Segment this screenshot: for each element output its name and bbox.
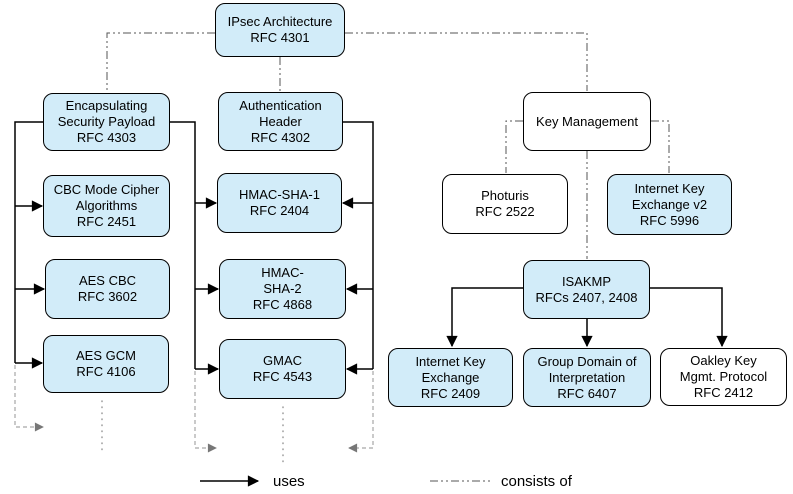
node-key-management: Key Management	[523, 92, 651, 151]
node-photuris: Photuris RFC 2522	[442, 174, 568, 234]
node-ikev2: Internet Key Exchange v2 RFC 5996	[607, 174, 732, 235]
edge-keymgmt-photuris	[505, 120, 523, 173]
node-isakmp: ISAKMP RFCs 2407, 2408	[523, 260, 650, 319]
continuation-ah-right	[348, 371, 374, 453]
node-authentication-header: Authentication Header RFC 4302	[218, 92, 343, 151]
node-aes-gcm: AES GCM RFC 4106	[43, 335, 169, 393]
continuation-esp-left	[14, 365, 44, 432]
node-oakley: Oakley Key Mgmt. Protocol RFC 2412	[660, 348, 787, 406]
node-cbc-mode-cipher: CBC Mode Cipher Algorithms RFC 2451	[43, 175, 170, 237]
bus-ah-right	[343, 121, 374, 369]
bus-esp-left	[14, 121, 43, 363]
node-gmac: GMAC RFC 4543	[219, 339, 346, 399]
edge-isakmp-oakley	[650, 287, 728, 348]
node-ipsec-architecture: IPsec Architecture RFC 4301	[215, 3, 345, 57]
continuation-esp-right	[194, 371, 217, 453]
bus-esp-right	[170, 121, 196, 369]
edge-ipsec-esp	[106, 32, 215, 92]
node-aes-cbc: AES CBC RFC 3602	[45, 259, 170, 319]
node-esp: Encapsulating Security Payload RFC 4303	[43, 93, 170, 151]
edge-isakmp-ike	[446, 287, 523, 348]
node-gdoi: Group Domain of Interpretation RFC 6407	[523, 348, 651, 407]
node-hmac-sha1: HMAC-SHA-1 RFC 2404	[217, 173, 342, 233]
node-hmac-sha2: HMAC- SHA-2 RFC 4868	[219, 259, 346, 319]
node-ike: Internet Key Exchange RFC 2409	[388, 348, 513, 407]
edge-ipsec-keymgmt	[345, 32, 588, 91]
legend-consists-label: consists of	[501, 473, 572, 490]
legend-uses-label: uses	[273, 473, 305, 490]
edge-keymgmt-ikev2	[651, 120, 670, 173]
